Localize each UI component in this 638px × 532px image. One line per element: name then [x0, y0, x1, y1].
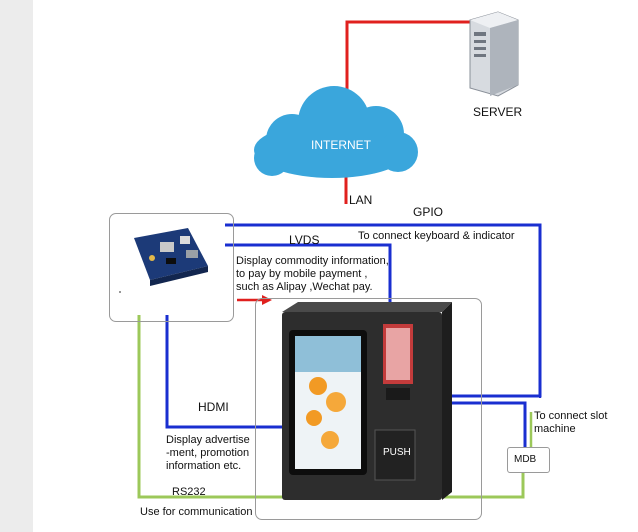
lvds-label: LVDS	[289, 233, 320, 247]
lvds-description-line-3: such as Alipay ,Wechat pay.	[236, 281, 373, 293]
rs232-description: Use for communication	[140, 506, 253, 518]
controller-board-icon	[134, 228, 208, 286]
server-icon	[469, 11, 519, 97]
vending-machine-box	[255, 298, 482, 520]
controller-box	[109, 213, 234, 322]
internet-cloud-icon	[254, 86, 418, 178]
left-margin-strip	[0, 0, 33, 532]
server-label: SERVER	[473, 105, 523, 119]
gpio-label: GPIO	[413, 205, 444, 219]
vending-machine-image	[282, 302, 452, 500]
red-arrow-head	[262, 295, 272, 305]
gpio-line	[225, 223, 542, 398]
hdmi-description-line-1: Display advertise	[166, 434, 250, 446]
mdb-label: MDB	[514, 454, 537, 465]
hdmi-description-line-2: -ment, promotion	[166, 447, 250, 459]
hdmi-line	[165, 315, 302, 429]
slot-description-line-1: To connect slot	[534, 410, 608, 422]
internet-server-link	[345, 20, 474, 112]
push-label: PUSH	[383, 447, 411, 458]
hdmi-description-line-3: information etc.	[166, 460, 242, 472]
lvds-description-line-1: Display commodity information,	[236, 255, 389, 267]
hdmi-label: HDMI	[198, 400, 229, 414]
internet-label: INTERNET	[311, 138, 371, 152]
lvds-description-line-2: to pay by mobile payment ,	[236, 268, 368, 280]
gpio-description: To connect keyboard & indicator	[358, 230, 515, 242]
mdb-box	[507, 447, 550, 473]
dot-marker	[119, 291, 121, 293]
rs232-label: RS232	[172, 486, 206, 498]
lan-label: LAN	[349, 193, 373, 207]
slot-description-line-2: machine	[534, 423, 576, 435]
